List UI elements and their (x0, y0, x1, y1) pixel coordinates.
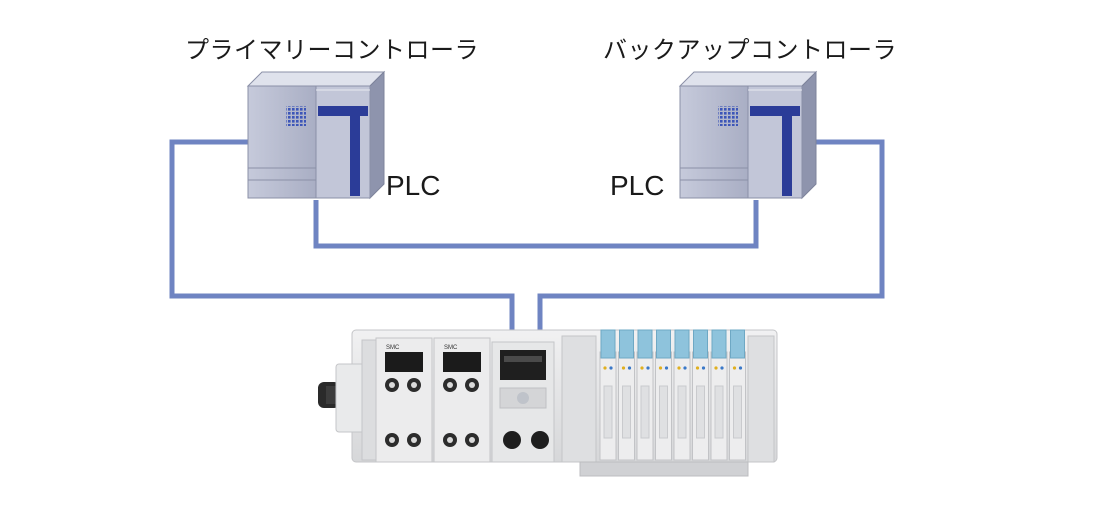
solenoid-valve (618, 329, 635, 461)
solenoid-valve (710, 329, 728, 461)
solenoid-valve (729, 329, 746, 461)
comm-port-2 (531, 431, 549, 449)
solenoid-valve (692, 329, 709, 461)
backup-plc-label: PLC (610, 170, 665, 201)
valve-bank (599, 329, 746, 461)
communication-module (491, 341, 555, 463)
io-module-2: SMC (433, 337, 491, 463)
solenoid-valve (673, 329, 691, 461)
solenoid-valve (636, 329, 654, 461)
primary-plc-unit (246, 70, 386, 200)
backup-controller-title: バックアップコントローラ (603, 36, 897, 64)
io-module-2-brand: SMC (444, 345, 458, 351)
io-module-1-brand: SMC (386, 345, 400, 351)
io-valve-manifold: SMC SMC (318, 329, 778, 477)
controller-link-cable (313, 200, 759, 249)
m12-power-connector (318, 363, 367, 433)
comm-port-1 (503, 431, 521, 449)
backup-plc-unit (678, 70, 818, 200)
io-module-1: SMC (375, 337, 433, 463)
solenoid-valve (599, 329, 617, 461)
primary-controller-title: プライマリーコントローラ (185, 36, 479, 64)
solenoid-valve (655, 329, 672, 461)
primary-plc-label: PLC (386, 170, 441, 201)
